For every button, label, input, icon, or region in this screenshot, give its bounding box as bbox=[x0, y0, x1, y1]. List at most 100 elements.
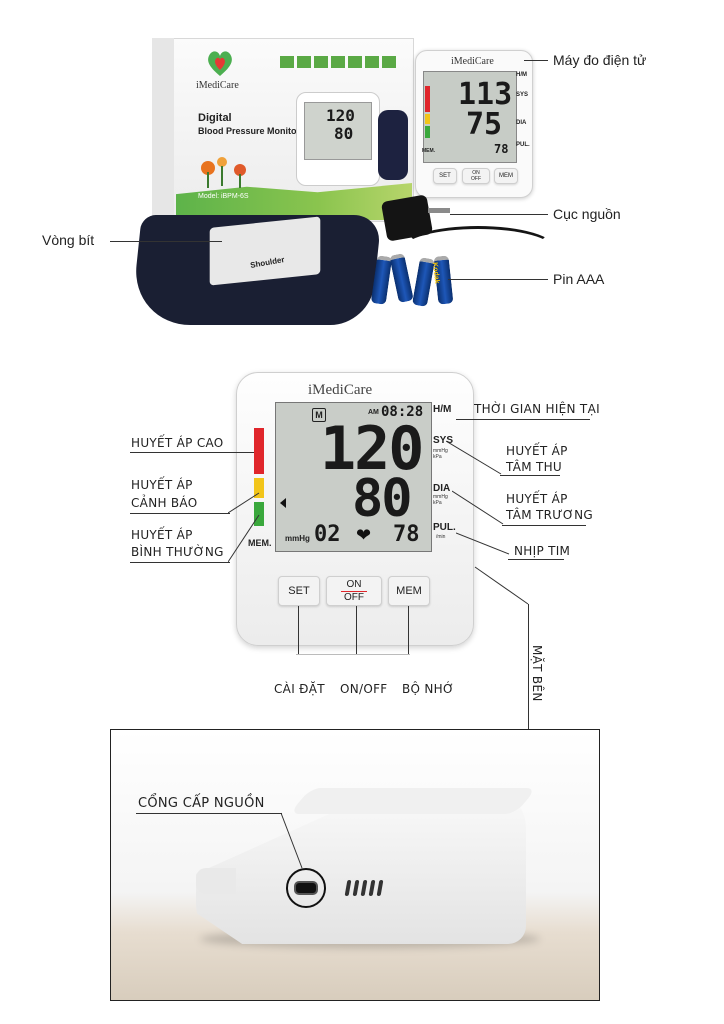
annot-onoff-line bbox=[356, 606, 357, 654]
set-button[interactable]: SET bbox=[278, 576, 320, 606]
main-device-screen bbox=[275, 402, 432, 552]
annot-heart-rate: NHỊP TIM bbox=[514, 544, 571, 558]
box-title-line2: Blood Pressure Monitor bbox=[198, 126, 301, 136]
pulse-value: 78 bbox=[393, 522, 420, 547]
device-small-pulse: 78 bbox=[494, 142, 509, 156]
annot-warn-line bbox=[130, 513, 230, 514]
annot-set-line bbox=[298, 606, 299, 654]
annot-normal-1: HUYẾT ÁP bbox=[131, 528, 193, 542]
annot-memory: BỘ NHỚ bbox=[402, 682, 455, 696]
callout-line-battery bbox=[448, 279, 548, 280]
box-model: Model: iBPM-6S bbox=[198, 193, 249, 200]
mem-button[interactable]: MEM bbox=[388, 576, 430, 606]
device-small-mem-label: MEM. bbox=[422, 148, 436, 154]
hm-label: H/M bbox=[433, 404, 452, 415]
memory-mark: M bbox=[312, 408, 326, 422]
device-small-ind-red bbox=[425, 86, 430, 112]
annot-side-diag bbox=[474, 566, 530, 606]
callout-line-adapter bbox=[450, 214, 548, 215]
label-cuff: Vòng bít bbox=[42, 232, 95, 248]
main-device-brand: iMediCare bbox=[308, 382, 373, 398]
adapter-cable bbox=[400, 226, 556, 272]
annot-warn-diag bbox=[227, 492, 260, 514]
memory-number: 02 bbox=[314, 522, 341, 547]
power-adapter bbox=[380, 194, 434, 242]
adapter-prong bbox=[428, 208, 450, 213]
annot-warn-1: HUYẾT ÁP bbox=[131, 478, 193, 492]
annot-current-time: THỜI GIAN HIỆN TẠI bbox=[474, 402, 600, 416]
annot-systolic-2: TÂM THU bbox=[506, 460, 563, 474]
box-mini-screen bbox=[304, 102, 372, 160]
pul-label: PUL. bbox=[433, 522, 456, 533]
annot-onoff: ON/OFF bbox=[340, 682, 388, 696]
time-value: 08:28 bbox=[381, 404, 424, 420]
box-mini-dia: 80 bbox=[334, 124, 354, 143]
annot-normal-diag bbox=[227, 514, 260, 564]
label-battery: Pin AAA bbox=[553, 271, 605, 287]
indicator-normal bbox=[254, 502, 264, 526]
annot-power-diag bbox=[280, 812, 304, 870]
device-small-mem-button[interactable]: MEM bbox=[494, 168, 518, 184]
device-small-dia-label: DIA bbox=[516, 120, 527, 126]
sys-label: SYS bbox=[433, 435, 454, 446]
annot-time-line bbox=[456, 419, 590, 420]
annot-systolic-line bbox=[500, 475, 560, 476]
annot-normal-2: BÌNH THƯỜNG bbox=[131, 545, 224, 559]
mem-label: MEM. bbox=[248, 538, 272, 548]
annot-mem-line bbox=[408, 606, 409, 654]
dia-value: 80 bbox=[352, 469, 413, 529]
off-label: OFF bbox=[341, 591, 367, 603]
power-port-circle bbox=[286, 868, 326, 908]
sys-value: 120 bbox=[320, 414, 424, 484]
annot-diastolic-1: HUYẾT ÁP bbox=[506, 492, 568, 506]
annot-heart-line bbox=[508, 559, 564, 560]
box-cuff-edge bbox=[378, 110, 408, 180]
device-small-ind-green bbox=[425, 126, 430, 138]
indicator-arrow-icon bbox=[280, 498, 286, 508]
box-title-line1: Digital bbox=[198, 112, 232, 124]
annot-sys-diag bbox=[445, 440, 502, 476]
device-small-onoff-button[interactable]: ON OFF bbox=[462, 168, 490, 184]
annot-high-bp: HUYẾT ÁP CAO bbox=[131, 436, 224, 450]
annot-systolic-1: HUYẾT ÁP bbox=[506, 444, 568, 458]
indicator-high bbox=[254, 428, 264, 474]
annot-dia-diag bbox=[451, 490, 504, 526]
device-small-screen bbox=[423, 71, 517, 163]
heart-icon: ❤ bbox=[356, 525, 372, 545]
on-label: ON bbox=[346, 579, 362, 590]
device-small-sys: 113 bbox=[458, 77, 513, 112]
annot-high-line bbox=[130, 452, 254, 453]
device-small-dia: 75 bbox=[466, 107, 503, 142]
callout-line-device bbox=[524, 60, 548, 61]
device-small-set-button[interactable]: SET bbox=[433, 168, 457, 184]
device-small-pul-label: PUL. bbox=[516, 142, 530, 148]
device-small-ind-yellow bbox=[425, 114, 430, 124]
product-box-side bbox=[152, 38, 174, 220]
box-flowers bbox=[196, 148, 276, 188]
annot-normal-line bbox=[130, 562, 230, 563]
side-device-top bbox=[289, 788, 537, 814]
mmhg-label: mmHg bbox=[285, 534, 310, 543]
callout-line-cuff bbox=[110, 241, 222, 242]
annot-pul-diag bbox=[455, 532, 510, 556]
annot-diastolic-line bbox=[502, 525, 586, 526]
label-adapter: Cục nguồn bbox=[553, 206, 621, 222]
time-prefix: AM bbox=[368, 409, 379, 416]
annot-button-baseline bbox=[296, 654, 410, 655]
annot-diastolic-2: TÂM TRƯƠNG bbox=[506, 508, 593, 522]
side-front-face bbox=[196, 868, 236, 894]
box-mini-sys: 120 bbox=[326, 106, 355, 125]
annot-side-view: MẶT BÊN bbox=[530, 645, 544, 702]
device-small-off-label: OFF bbox=[471, 176, 481, 182]
device-small-sys-label: SYS bbox=[516, 92, 529, 98]
box-heart-logo-icon bbox=[204, 48, 236, 78]
box-feature-icons bbox=[280, 56, 400, 70]
device-small-brand: iMediCare bbox=[451, 56, 494, 67]
dia-label: DIA bbox=[433, 483, 451, 494]
annot-power-line-h bbox=[136, 813, 282, 814]
device-small-hm: H/M bbox=[516, 72, 527, 78]
annot-warn-2: CẢNH BÁO bbox=[131, 496, 198, 510]
onoff-button[interactable]: ON OFF bbox=[326, 576, 382, 606]
annot-side-vline bbox=[528, 604, 529, 730]
